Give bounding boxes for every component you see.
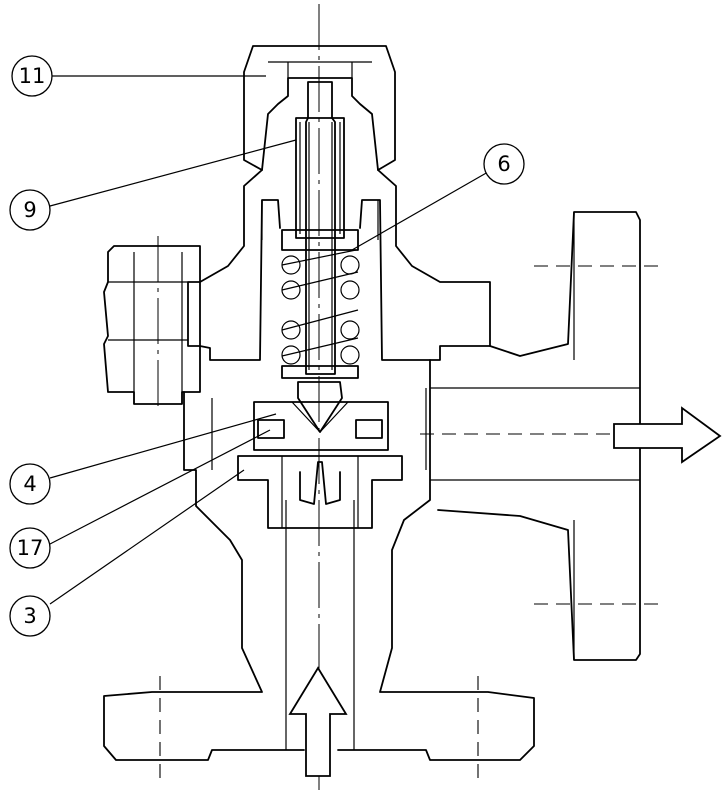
inlet-flow-arrow [288,666,348,777]
leader-4 [49,413,277,479]
seat [237,419,403,529]
callout-17-label: 17 [17,536,44,560]
callout-11-label: 11 [19,64,46,88]
callout-4: 4 [9,463,51,505]
stem [295,81,345,375]
leader-6 [351,171,489,251]
outlet-flow-arrow [613,406,722,464]
callout-17: 17 [9,527,51,569]
leader-9 [49,139,297,207]
callout-3: 3 [9,595,51,637]
valve-body [103,359,535,761]
callout-3-label: 3 [23,604,36,628]
outlet-flange [430,211,641,661]
bonnet-hex-nut [103,245,201,405]
leader-3 [49,469,245,605]
callout-6-label: 6 [497,152,510,176]
leader-17 [49,429,271,545]
callout-6: 6 [483,143,525,185]
callout-4-label: 4 [23,472,36,496]
cap [243,45,396,171]
callout-9-label: 9 [23,198,36,222]
disc [253,381,389,451]
bonnet [199,169,491,361]
spring [281,229,360,379]
callout-11: 11 [11,55,53,97]
callout-9: 9 [9,189,51,231]
